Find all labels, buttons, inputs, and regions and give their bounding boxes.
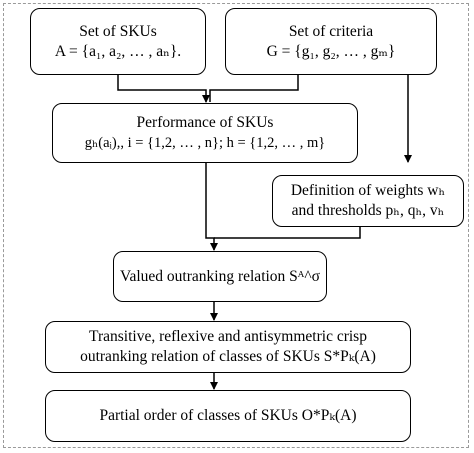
node-performance-line1: Performance of SKUs (136, 114, 274, 131)
node-transitive-line1: Transitive, reflexive and antisymmetric … (89, 328, 367, 345)
diagram-frame (3, 3, 469, 448)
node-valued-outranking: Valued outranking relation Sᴬ^σ (113, 251, 327, 302)
node-weights-thresholds: Definition of weights wₕ and thresholds … (272, 175, 464, 227)
node-set-of-criteria-line2: G = {g₁, g₂, … , gₘ} (266, 42, 396, 60)
node-partial-order: Partial order of classes of SKUs O*Pₖ(A) (45, 390, 411, 442)
node-performance-of-skus: Performance of SKUs gₕ(aᵢ),, i = {1,2, …… (52, 103, 358, 163)
node-transitive-relation: Transitive, reflexive and antisymmetric … (45, 321, 411, 373)
node-performance-line2: gₕ(aᵢ),, i = {1,2, … , n}; h = {1,2, … ,… (84, 135, 326, 151)
node-valued-line1: Valued outranking relation Sᴬ^σ (120, 267, 320, 285)
node-weights-line2: and thresholds pₕ, qₕ, vₕ (291, 202, 445, 219)
node-weights-line1: Definition of weights wₕ (290, 182, 446, 199)
node-partial-line1: Partial order of classes of SKUs O*Pₖ(A) (99, 407, 357, 424)
node-set-of-skus-line2: A = {a₁, a₂, … , aₙ}. (54, 42, 182, 60)
node-transitive-line2: outranking relation of classes of SKUs S… (80, 348, 376, 365)
edge-weights-to-valued (214, 226, 361, 239)
edge-performance-to-valued (205, 162, 218, 251)
edge-skus-to-performance (117, 75, 210, 103)
edge-criteria-to-performance (209, 75, 299, 102)
node-set-of-criteria-line1: Set of criteria (288, 22, 374, 40)
node-set-of-skus-line1: Set of SKUs (79, 22, 157, 40)
node-set-of-criteria: Set of criteria G = {g₁, g₂, … , gₘ} (225, 8, 437, 75)
node-set-of-skus: Set of SKUs A = {a₁, a₂, … , aₙ}. (30, 8, 206, 75)
